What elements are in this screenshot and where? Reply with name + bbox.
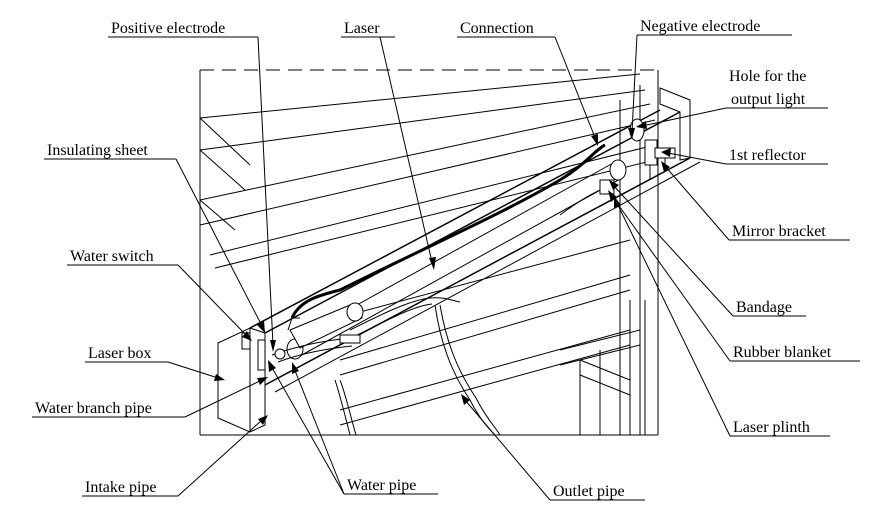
label-underlines bbox=[32, 34, 860, 501]
laser-tube bbox=[286, 159, 627, 360]
label-insulating-sheet: Insulating sheet bbox=[47, 142, 148, 159]
machine-frame bbox=[199, 69, 660, 436]
label-bandage: Bandage bbox=[736, 299, 792, 316]
label-hole-output-line1: Hole for the bbox=[729, 68, 806, 85]
label-laser-plinth: Laser plinth bbox=[733, 419, 810, 436]
label-negative-electrode: Negative electrode bbox=[640, 18, 760, 35]
label-mirror-bracket: Mirror bracket bbox=[732, 223, 826, 240]
label-outlet-pipe: Outlet pipe bbox=[553, 483, 625, 500]
label-first-reflector: 1st reflector bbox=[729, 147, 807, 164]
label-positive-electrode: Positive electrode bbox=[111, 20, 225, 37]
label-water-switch: Water switch bbox=[70, 248, 154, 265]
leader-lines bbox=[167, 34, 734, 501]
label-connection: Connection bbox=[460, 20, 534, 37]
label-laser-box: Laser box bbox=[88, 345, 152, 362]
connection-wire bbox=[290, 143, 606, 319]
label-intake-pipe: Intake pipe bbox=[85, 479, 157, 496]
label-laser: Laser bbox=[344, 20, 380, 37]
label-rubber-blanket: Rubber blanket bbox=[733, 344, 832, 361]
label-hole-output-line2: output light bbox=[731, 91, 806, 108]
label-water-pipe: Water pipe bbox=[347, 477, 416, 494]
left-end-parts bbox=[241, 317, 361, 371]
callout-labels: Positive electrode Laser Connection Nega… bbox=[35, 18, 832, 500]
label-water-branch-pipe: Water branch pipe bbox=[35, 400, 152, 417]
